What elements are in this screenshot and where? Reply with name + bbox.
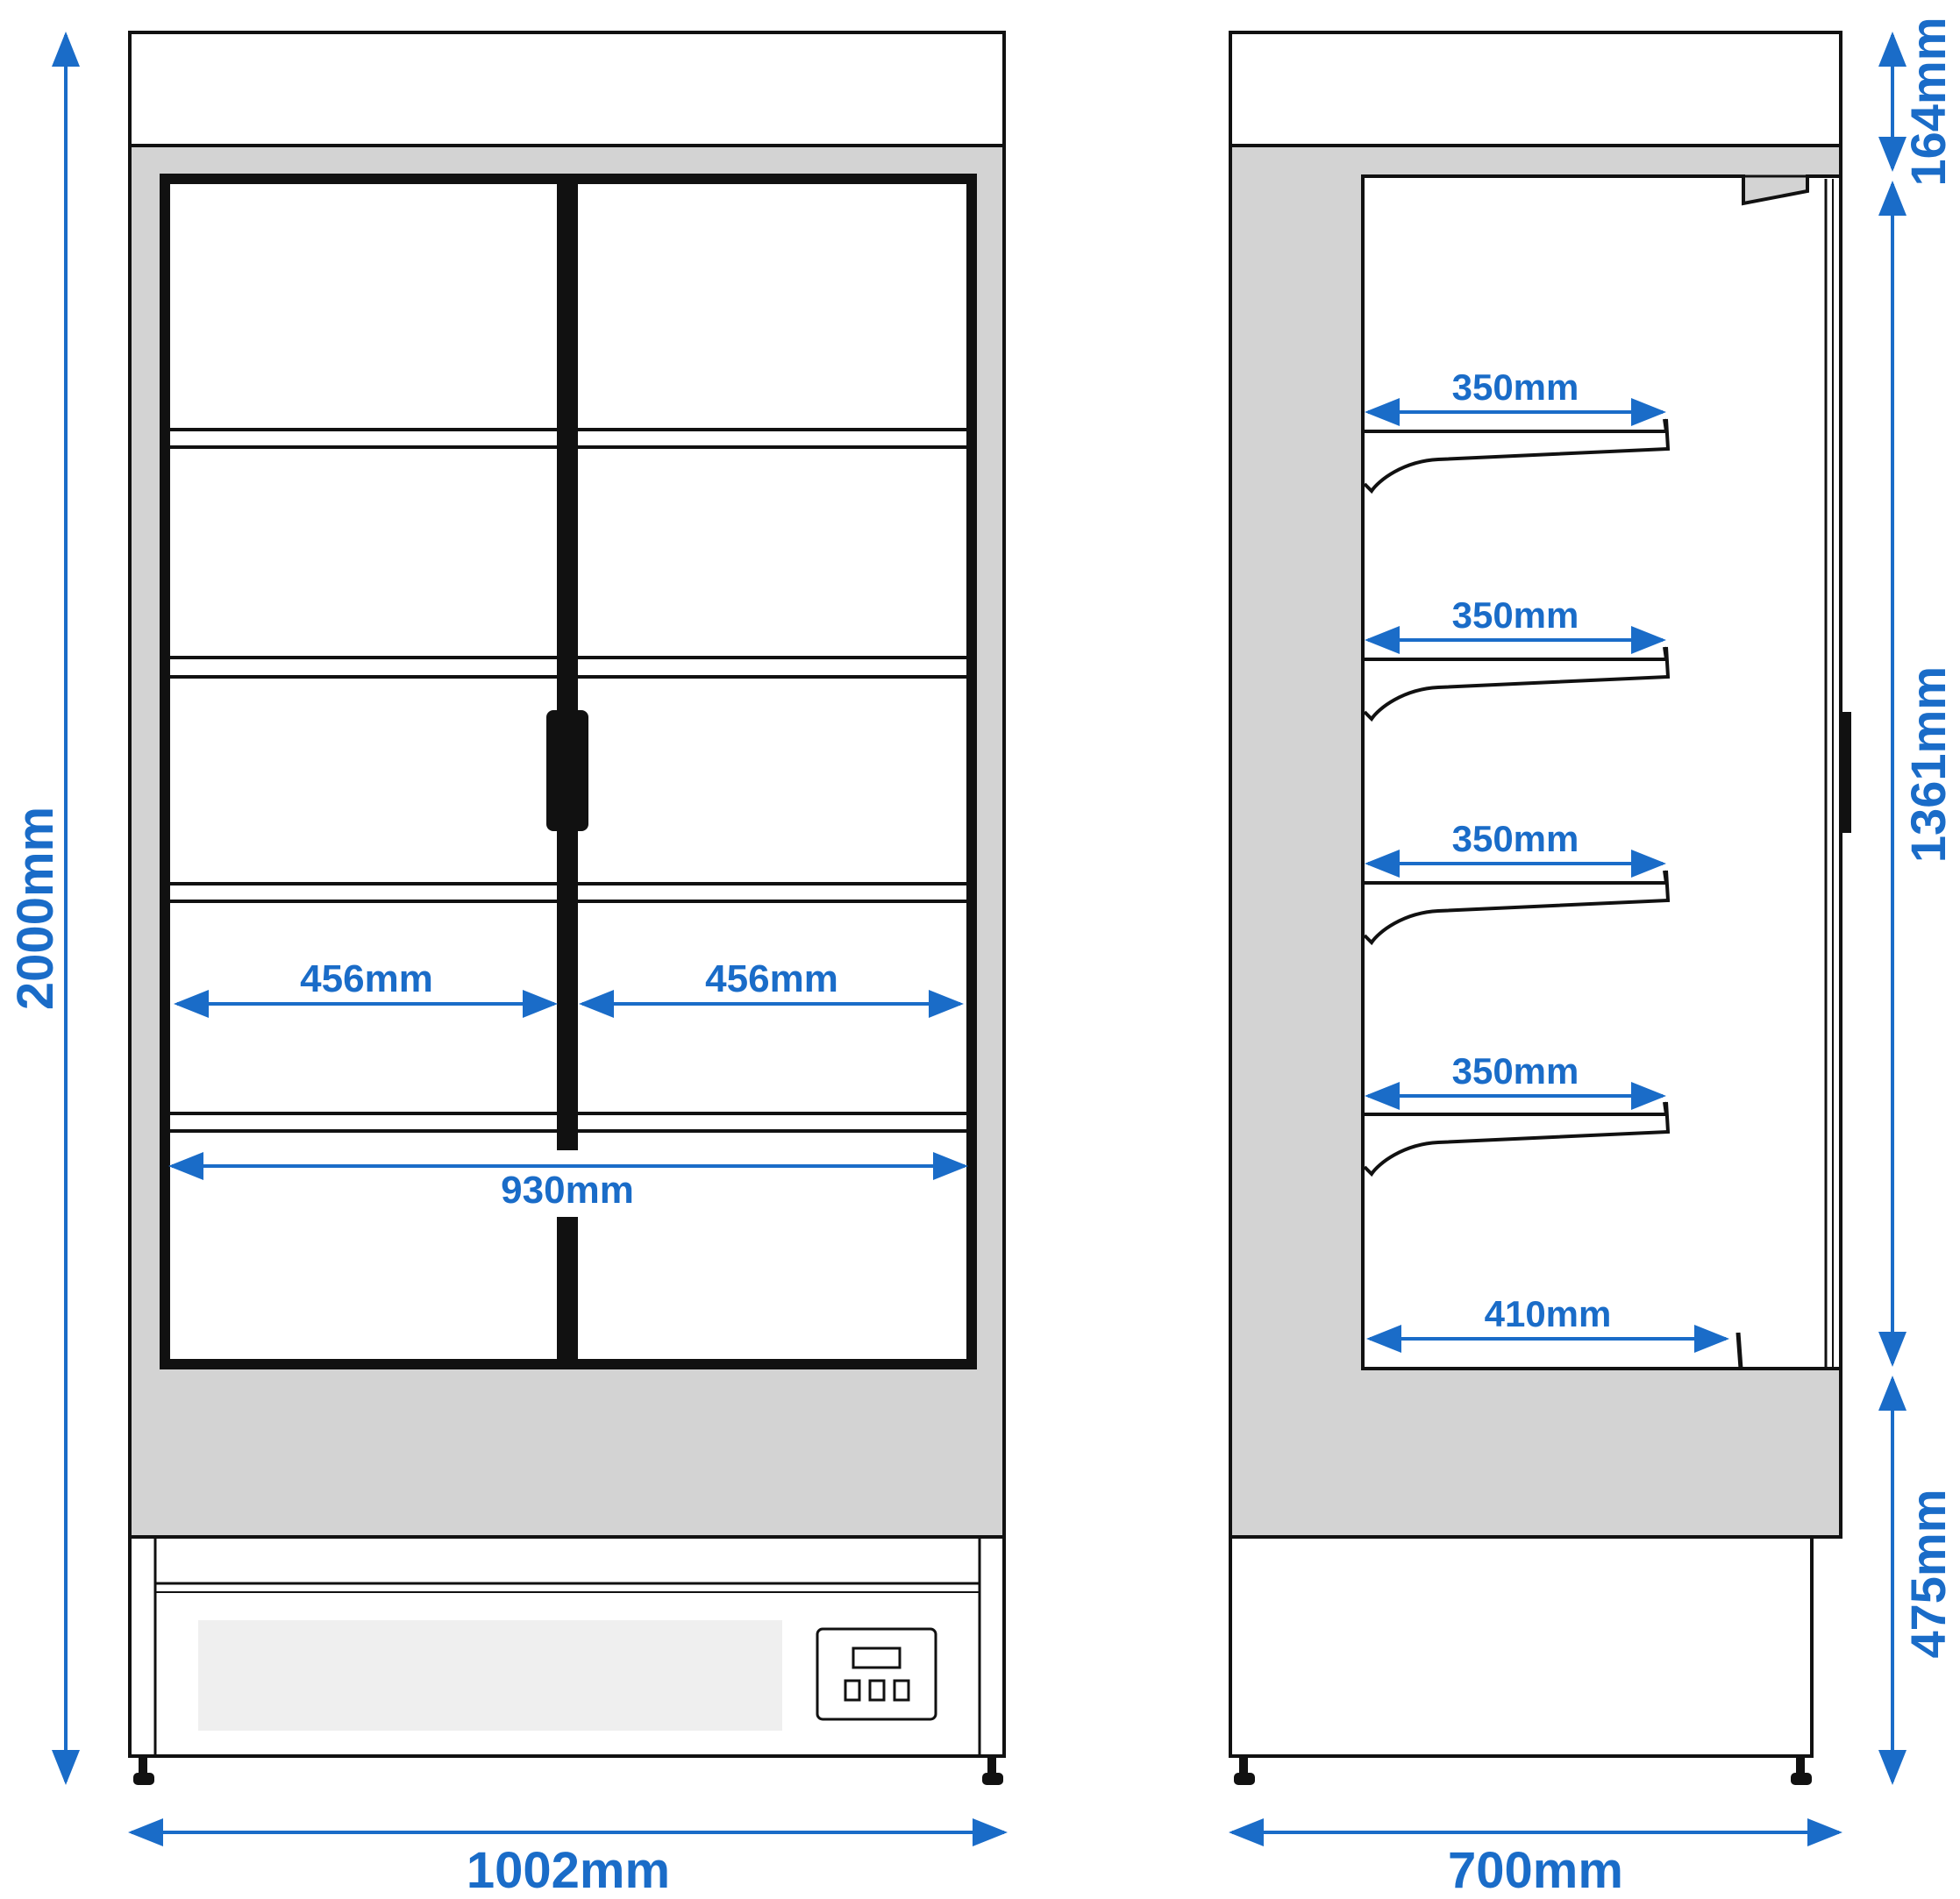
- base-vent-panel: [198, 1620, 782, 1731]
- air-duct: [1743, 146, 1842, 178]
- front-view: [128, 31, 1006, 1785]
- overall-height-label: 2000mm: [7, 807, 64, 1010]
- front-width-label: 1002mm: [467, 1842, 670, 1899]
- side-depth-label: 700mm: [1448, 1842, 1623, 1899]
- side-top-panel: [1229, 31, 1842, 147]
- dimension-lines: [52, 32, 1907, 1846]
- side-cavity: [1361, 174, 1842, 1370]
- top-section-height-label: 164mm: [1900, 17, 1956, 186]
- bottom-depth-label: 410mm: [1485, 1293, 1612, 1334]
- shelf-4-depth-label: 350mm: [1452, 1050, 1579, 1092]
- leveling-foot-icon: [1234, 1756, 1812, 1785]
- shelf-1-depth-label: 350mm: [1452, 366, 1579, 408]
- base-height-label: 475mm: [1900, 1489, 1956, 1658]
- shelf-3-depth-label: 350mm: [1452, 818, 1579, 859]
- control-panel-icon: [816, 1627, 937, 1721]
- center-mullion-upper: [557, 179, 578, 1150]
- dimension-labels: 2000mm 1002mm 930mm 456mm 456mm 700mm 16…: [7, 17, 1956, 1899]
- front-top-panel: [128, 31, 1006, 147]
- leveling-foot-icon: [133, 1756, 1003, 1785]
- right-door-width-label: 456mm: [705, 957, 838, 1000]
- inner-width-label: 930mm: [501, 1169, 634, 1212]
- display-height-label: 1361mm: [1900, 666, 1956, 863]
- side-handle-icon: [1842, 712, 1851, 833]
- center-mullion-lower: [557, 1217, 578, 1364]
- side-view: [1229, 31, 1851, 1785]
- door-handle-icon: [546, 710, 588, 831]
- side-base: [1229, 1535, 1814, 1758]
- left-door-width-label: 456mm: [300, 957, 433, 1000]
- shelf-2-depth-label: 350mm: [1452, 594, 1579, 636]
